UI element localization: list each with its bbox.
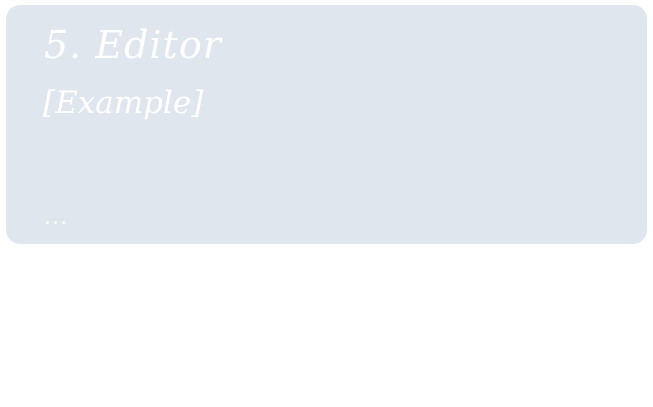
card-subtitle: [Example]: [43, 85, 204, 121]
more-content-ellipsis: ...: [44, 205, 68, 230]
editor-card: 5. Editor [Example] ...: [6, 5, 647, 244]
card-title: 5. Editor: [44, 23, 222, 67]
